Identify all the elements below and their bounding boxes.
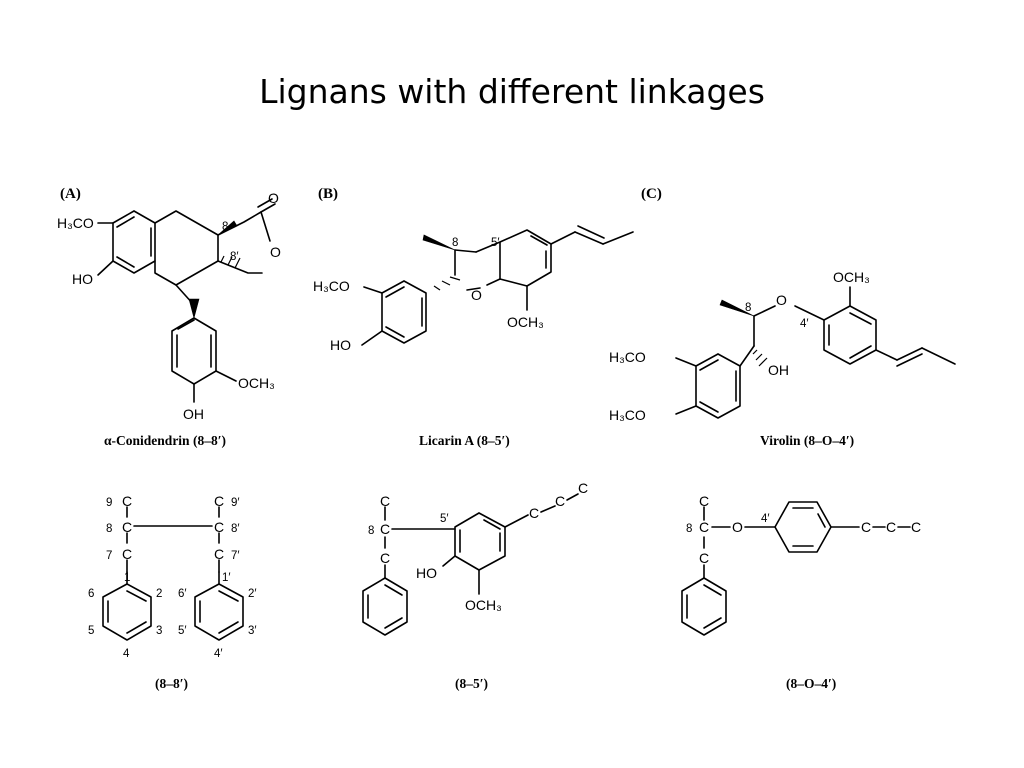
scheme-8-o-4-o: O: [732, 519, 743, 535]
scheme-8-8-number: 8: [106, 523, 112, 535]
panel-a-h3co: H₃CO: [57, 215, 94, 231]
scheme-8-8-number: 1: [124, 572, 130, 584]
scheme-8-8-number: 9′: [231, 497, 240, 509]
panel-c-label: (C): [641, 186, 662, 202]
panel-b-h3co: H₃CO: [313, 278, 350, 294]
panel-c-oh: OH: [768, 362, 789, 378]
scheme-8-8-number: 6: [88, 588, 94, 600]
panel-c-caption: Virolin (8–O–4′): [760, 433, 854, 448]
panel-c-number-8: 8: [745, 302, 751, 314]
panel-a-bonds: [97, 198, 276, 403]
panel-c-o-ether: O: [776, 292, 787, 308]
panel-c-hash-bond: [752, 349, 768, 367]
scheme-8-5-number-5p: 5′: [440, 513, 449, 525]
scheme-8-8-number: 7: [106, 550, 112, 562]
scheme-8-8-number: 4′: [214, 648, 223, 660]
panel-c-bonds: [675, 286, 956, 419]
panel-a-aryl-wedge-bond: [188, 298, 200, 320]
panel-a-oh: OH: [183, 406, 204, 422]
scheme-8-8-number: 9: [106, 497, 112, 509]
panel-b-caption: Licarin A (8–5′): [419, 433, 510, 448]
panel-b-number-8: 8: [452, 237, 458, 249]
scheme-8-5-number-8: 8: [368, 525, 374, 537]
slide-title: Lignans with different linkages: [259, 72, 765, 111]
scheme-8-8-number: 8′: [231, 523, 240, 535]
scheme-8-5-caption: (8–5′): [455, 676, 488, 691]
scheme-8-5-c-bottom: C: [380, 550, 390, 566]
scheme-8-o-4-c-top: C: [699, 493, 709, 509]
scheme-8-8-c9: C: [122, 493, 132, 509]
panel-c: (C): [609, 186, 956, 448]
panel-a-caption-alpha: α: [104, 433, 112, 448]
panel-b: (B): [313, 186, 634, 448]
scheme-8-8-c8p: C: [214, 519, 224, 535]
scheme-8-8-c7p: C: [214, 546, 224, 562]
scheme-8-5-chain-mid-c: C: [555, 493, 565, 509]
panel-a-o-ring: O: [270, 244, 281, 260]
scheme-8-o-4: C C C O C C C 8 4′ (8–O–4′): [681, 493, 921, 691]
panel-c-number-4p: 4′: [800, 318, 809, 330]
scheme-8-5-c-top: C: [380, 493, 390, 509]
scheme-8-8-number: 1′: [222, 572, 231, 584]
scheme-8-8-caption: (8–8′): [155, 676, 188, 691]
panel-b-methyl-wedge: [422, 234, 456, 251]
scheme-8-8-c7: C: [122, 546, 132, 562]
scheme-8-o-4-number-4p: 4′: [761, 513, 770, 525]
scheme-8-o-4-c-bottom: C: [699, 550, 709, 566]
scheme-8-8-number: 6′: [178, 588, 187, 600]
scheme-8-o-4-chain-c3: C: [911, 519, 921, 535]
panel-a-caption-text: -Conidendrin (8–8′): [112, 433, 226, 448]
panel-a-o-carbonyl: O: [268, 190, 279, 206]
panel-a-number-8p: 8′: [230, 251, 239, 263]
scheme-8-o-4-caption: (8–O–4′): [786, 676, 836, 691]
scheme-8-8: C C C C C C 9 8 7 9′ 8′ 7′ 1 2 3 4 5 6 1…: [88, 493, 257, 691]
scheme-8-8-number: 5: [88, 625, 94, 637]
panel-b-och3: OCH₃: [507, 314, 544, 330]
scheme-8-5-chain-c: C: [529, 505, 539, 521]
panel-a-hash-bond: [220, 255, 241, 269]
scheme-8-8-number: 7′: [231, 550, 240, 562]
scheme-8-o-4-number-8: 8: [686, 523, 692, 535]
scheme-8-8-bonds: [102, 506, 244, 641]
scheme-8-8-number: 5′: [178, 625, 187, 637]
panel-b-number-5p: 5′: [491, 237, 500, 249]
scheme-8-5-och3: OCH₃: [465, 597, 502, 613]
scheme-8-8-c8: C: [122, 519, 132, 535]
scheme-8-5-chain-end-c: C: [578, 480, 588, 496]
scheme-8-o-4-chain-c1: C: [861, 519, 871, 535]
scheme-8-8-number: 2: [156, 588, 162, 600]
panel-a: (A): [57, 186, 281, 448]
panel-c-och3-top: OCH₃: [833, 269, 870, 285]
scheme-8-o-4-bonds: [681, 501, 911, 636]
scheme-8-8-c9p: C: [214, 493, 224, 509]
panel-a-ho: HO: [72, 271, 93, 287]
scheme-8-8-number: 3: [156, 625, 162, 637]
scheme-8-8-number: 3′: [248, 625, 257, 637]
panel-a-och3: OCH₃: [238, 375, 275, 391]
panel-a-number-8: 8: [222, 221, 228, 233]
panel-b-bonds: [361, 225, 634, 346]
panel-b-hash-bond: [433, 276, 461, 291]
panel-a-label: (A): [60, 186, 81, 202]
scheme-8-o-4-chain-c2: C: [886, 519, 896, 535]
panel-a-caption: α-Conidendrin (8–8′): [104, 433, 226, 448]
panel-c-methyl-wedge: [719, 299, 755, 317]
panel-c-h3co-2: H₃CO: [609, 407, 646, 423]
panel-b-label: (B): [318, 186, 338, 202]
panel-b-ho: HO: [330, 337, 351, 353]
scheme-8-8-number: 2′: [248, 588, 257, 600]
scheme-8-o-4-c8: C: [699, 519, 709, 535]
panel-a-wedge-bond: [217, 220, 238, 236]
scheme-8-5-bonds: [362, 493, 579, 636]
panel-b-o-ring: O: [471, 287, 482, 303]
scheme-8-5-c8: C: [380, 521, 390, 537]
panel-c-h3co-1: H₃CO: [609, 349, 646, 365]
scheme-8-8-number: 4: [123, 648, 130, 660]
scheme-8-5: C C C HO OCH₃ C C C 8 5′ (8–5′): [362, 480, 588, 691]
scheme-8-5-ho: HO: [416, 565, 437, 581]
